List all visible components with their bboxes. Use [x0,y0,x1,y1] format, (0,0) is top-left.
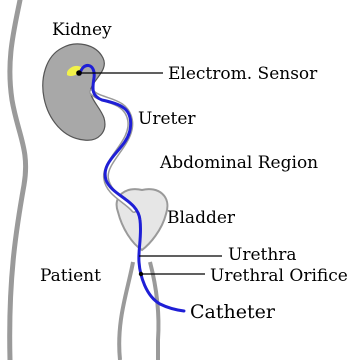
leg-outline-right [150,262,159,360]
label-catheter: Catheter [190,301,276,323]
label-sensor: Electrom. Sensor [168,64,318,84]
body-outline-left [10,0,26,360]
sensor-dot [76,70,82,76]
label-bladder: Bladder [167,208,236,228]
label-urethra: Urethra [228,245,297,265]
orifice-dot [139,272,143,276]
label-abdominal-region: Abdominal Region [159,153,318,173]
leg-outline-left [119,262,133,360]
label-kidney: Kidney [52,20,112,40]
label-patient: Patient [40,266,101,286]
label-ureter: Ureter [138,109,196,129]
label-urethral-orifice: Urethral Orifice [210,266,348,286]
